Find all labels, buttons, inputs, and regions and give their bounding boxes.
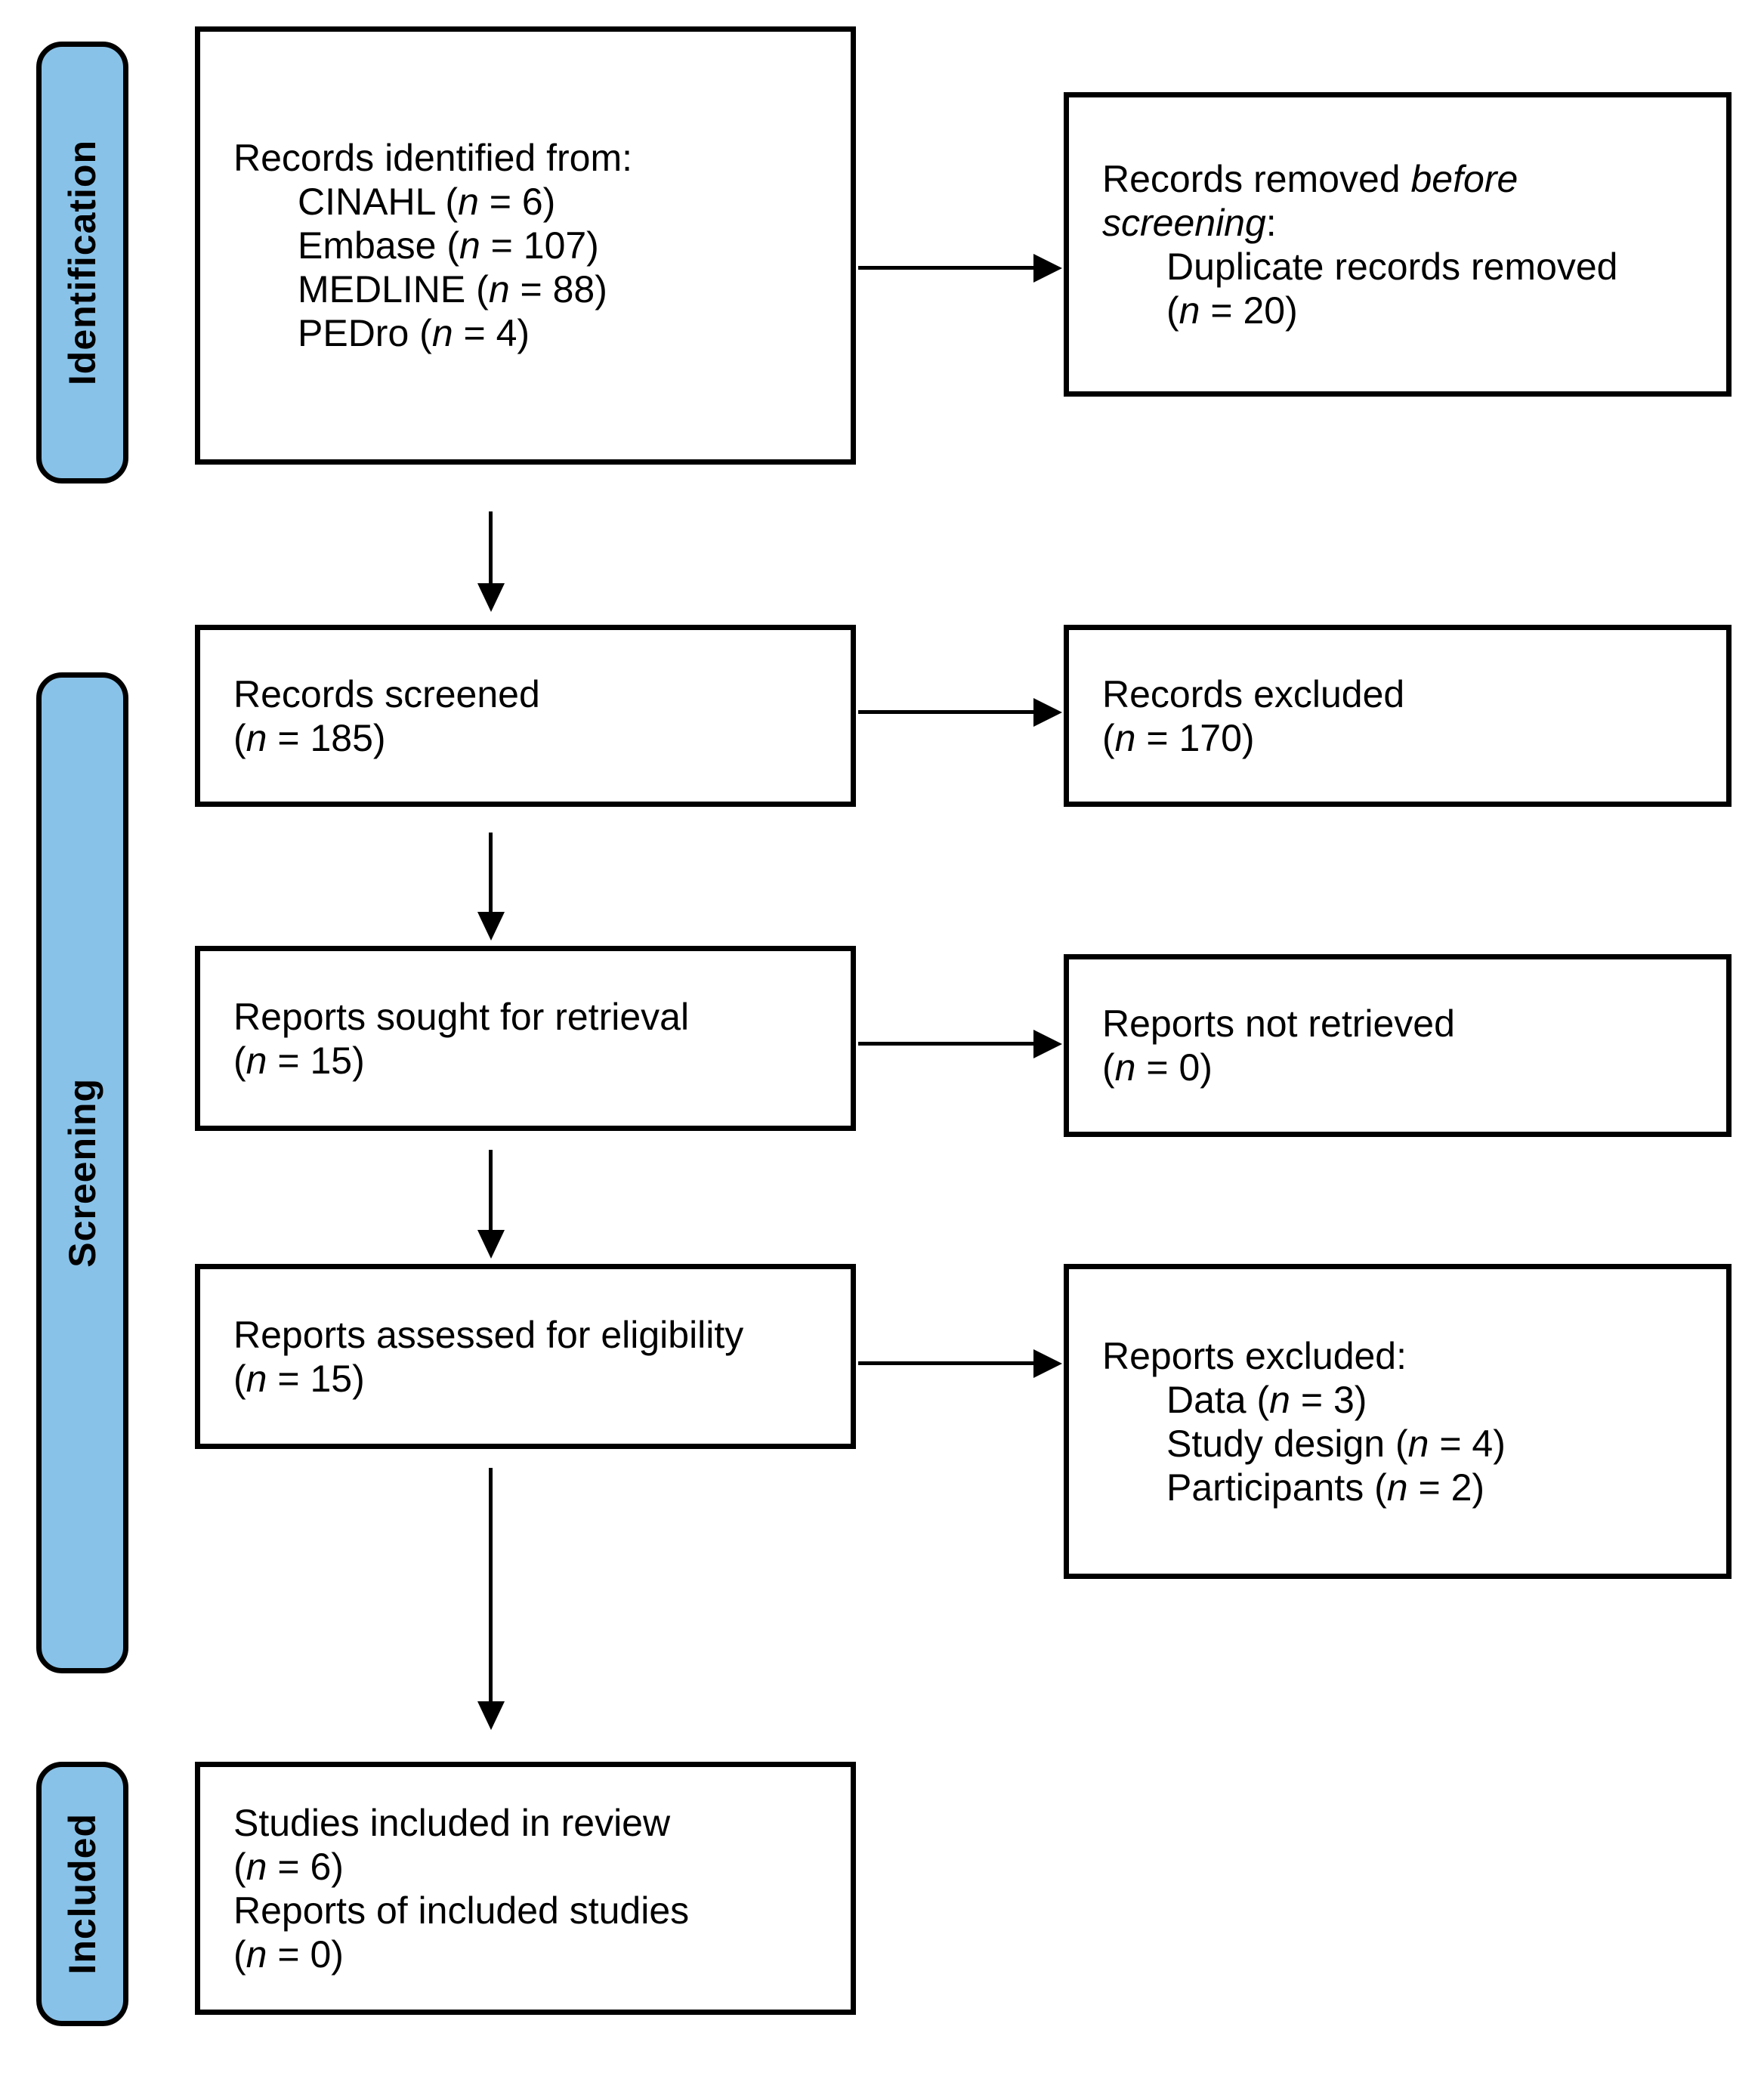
- box-line: Reports of included studies: [233, 1889, 690, 1932]
- arrow-head-icon: [477, 583, 505, 612]
- box-line: (n = 170): [1102, 716, 1255, 759]
- stage-label-identification: Identification: [61, 139, 103, 386]
- box-reports-excluded: Reports excluded:Data (n = 3)Study desig…: [1064, 1264, 1732, 1579]
- box-line: Data (n = 3): [1166, 1378, 1367, 1421]
- box-records-identified: Records identified from:CINAHL (n = 6)Em…: [195, 26, 856, 465]
- arrow-head-icon: [477, 1701, 505, 1730]
- stage-bar-included: Included: [36, 1762, 128, 2026]
- stage-label-screening: Screening: [61, 1078, 103, 1268]
- arrow-head-icon: [477, 912, 505, 941]
- box-line: MEDLINE (n = 88): [298, 268, 607, 310]
- box-line: (n = 20): [1166, 289, 1298, 332]
- arrow-shaft: [489, 833, 493, 912]
- arrow-shaft: [858, 710, 1033, 714]
- box-reports-not-retrieved: Reports not retrieved(n = 0): [1064, 954, 1732, 1137]
- box-line: Reports sought for retrieval: [233, 995, 690, 1038]
- arrow-assessed-to-reports-excluded: [858, 1349, 1062, 1378]
- arrow-head-icon: [1033, 698, 1062, 727]
- stage-label-included: Included: [61, 1813, 103, 1975]
- box-line: Participants (n = 2): [1166, 1466, 1485, 1509]
- box-line: Records removed before: [1102, 157, 1518, 200]
- box-line: Records identified from:: [233, 137, 633, 179]
- arrow-head-icon: [1033, 254, 1062, 283]
- box-line: (n = 15): [233, 1357, 365, 1400]
- box-line: (n = 185): [233, 716, 386, 759]
- box-line: Reports excluded:: [1102, 1334, 1407, 1377]
- box-line: (n = 6): [233, 1845, 344, 1888]
- box-line: PEDro (n = 4): [298, 312, 530, 354]
- stage-bar-screening: Screening: [36, 672, 128, 1673]
- arrow-screened-to-sought: [477, 833, 505, 941]
- arrow-shaft: [489, 1468, 493, 1701]
- arrow-assessed-to-included: [477, 1468, 505, 1730]
- box-line: screening:: [1102, 201, 1277, 244]
- box-line: Records screened: [233, 672, 540, 715]
- arrow-shaft: [858, 1361, 1033, 1365]
- stage-bar-identification: Identification: [36, 42, 128, 483]
- box-line: Records excluded: [1102, 672, 1405, 715]
- arrow-shaft: [489, 1150, 493, 1230]
- arrow-head-icon: [1033, 1030, 1062, 1058]
- arrow-shaft: [858, 266, 1033, 270]
- box-records-screened: Records screened(n = 185): [195, 625, 856, 807]
- arrow-screened-to-excluded: [858, 698, 1062, 727]
- box-line: Study design (n = 4): [1166, 1422, 1506, 1465]
- arrow-sought-to-assessed: [477, 1150, 505, 1259]
- arrow-shaft: [858, 1042, 1033, 1046]
- box-line: (n = 0): [1102, 1046, 1213, 1089]
- arrow-shaft: [489, 511, 493, 583]
- arrow-head-icon: [477, 1230, 505, 1259]
- box-reports-assessed: Reports assessed for eligibility(n = 15): [195, 1264, 856, 1449]
- box-records-excluded: Records excluded(n = 170): [1064, 625, 1732, 807]
- box-line: CINAHL (n = 6): [298, 181, 556, 223]
- box-line: (n = 15): [233, 1039, 365, 1082]
- arrow-sought-to-not-retrieved: [858, 1030, 1062, 1058]
- arrow-identified-to-screened: [477, 511, 505, 612]
- box-line: Reports assessed for eligibility: [233, 1313, 744, 1356]
- arrow-head-icon: [1033, 1349, 1062, 1378]
- box-line: Duplicate records removed: [1166, 245, 1618, 288]
- box-line: Studies included in review: [233, 1801, 671, 1844]
- box-line: Reports not retrieved: [1102, 1003, 1455, 1045]
- box-line: Embase (n = 107): [298, 224, 599, 267]
- box-reports-sought: Reports sought for retrieval(n = 15): [195, 946, 856, 1131]
- box-studies-included: Studies included in review(n = 6)Reports…: [195, 1762, 856, 2015]
- arrow-identified-to-removed: [858, 254, 1062, 283]
- box-line: (n = 0): [233, 1932, 344, 1976]
